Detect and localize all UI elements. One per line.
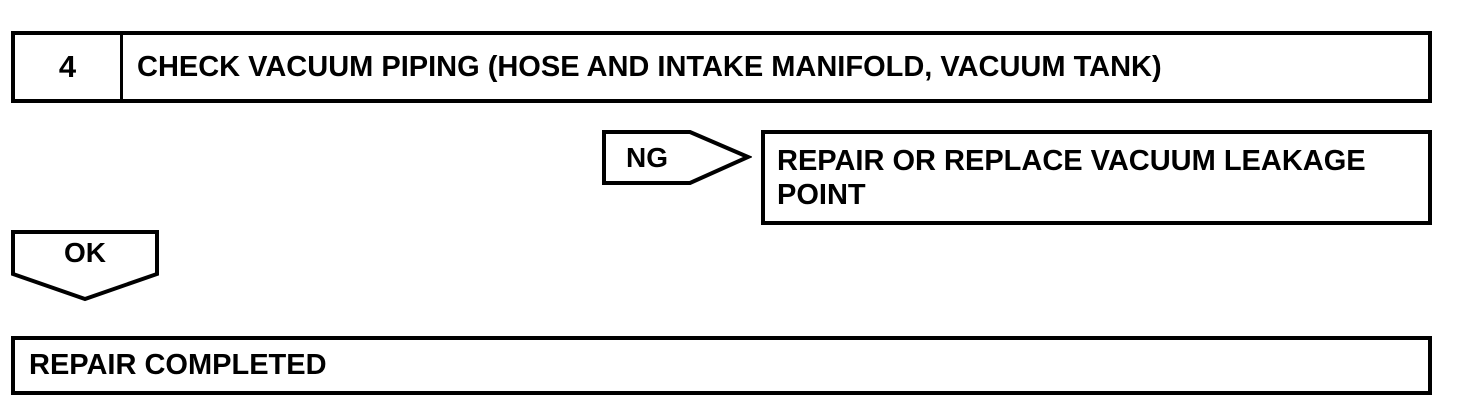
ok-arrow-icon <box>11 230 159 302</box>
ng-action-box: REPAIR OR REPLACE VACUUM LEAKAGE POINT <box>761 130 1432 225</box>
ok-connector: OK <box>11 230 161 303</box>
step-number: 4 <box>15 35 123 99</box>
step-title: CHECK VACUUM PIPING (HOSE AND INTAKE MAN… <box>137 50 1162 83</box>
repair-completed-box: REPAIR COMPLETED <box>11 336 1432 395</box>
ng-connector-label: NG <box>626 141 668 173</box>
ng-action-line: POINT <box>777 178 866 211</box>
repair-completed-label: REPAIR COMPLETED <box>29 349 327 381</box>
ng-connector: NG <box>602 130 752 187</box>
ok-connector-label: OK <box>64 237 106 268</box>
ng-arrow-icon <box>602 130 752 185</box>
ng-action-line: REPAIR OR REPLACE VACUUM LEAKAGE <box>777 144 1366 177</box>
step-header-box: 4 CHECK VACUUM PIPING (HOSE AND INTAKE M… <box>11 31 1432 103</box>
